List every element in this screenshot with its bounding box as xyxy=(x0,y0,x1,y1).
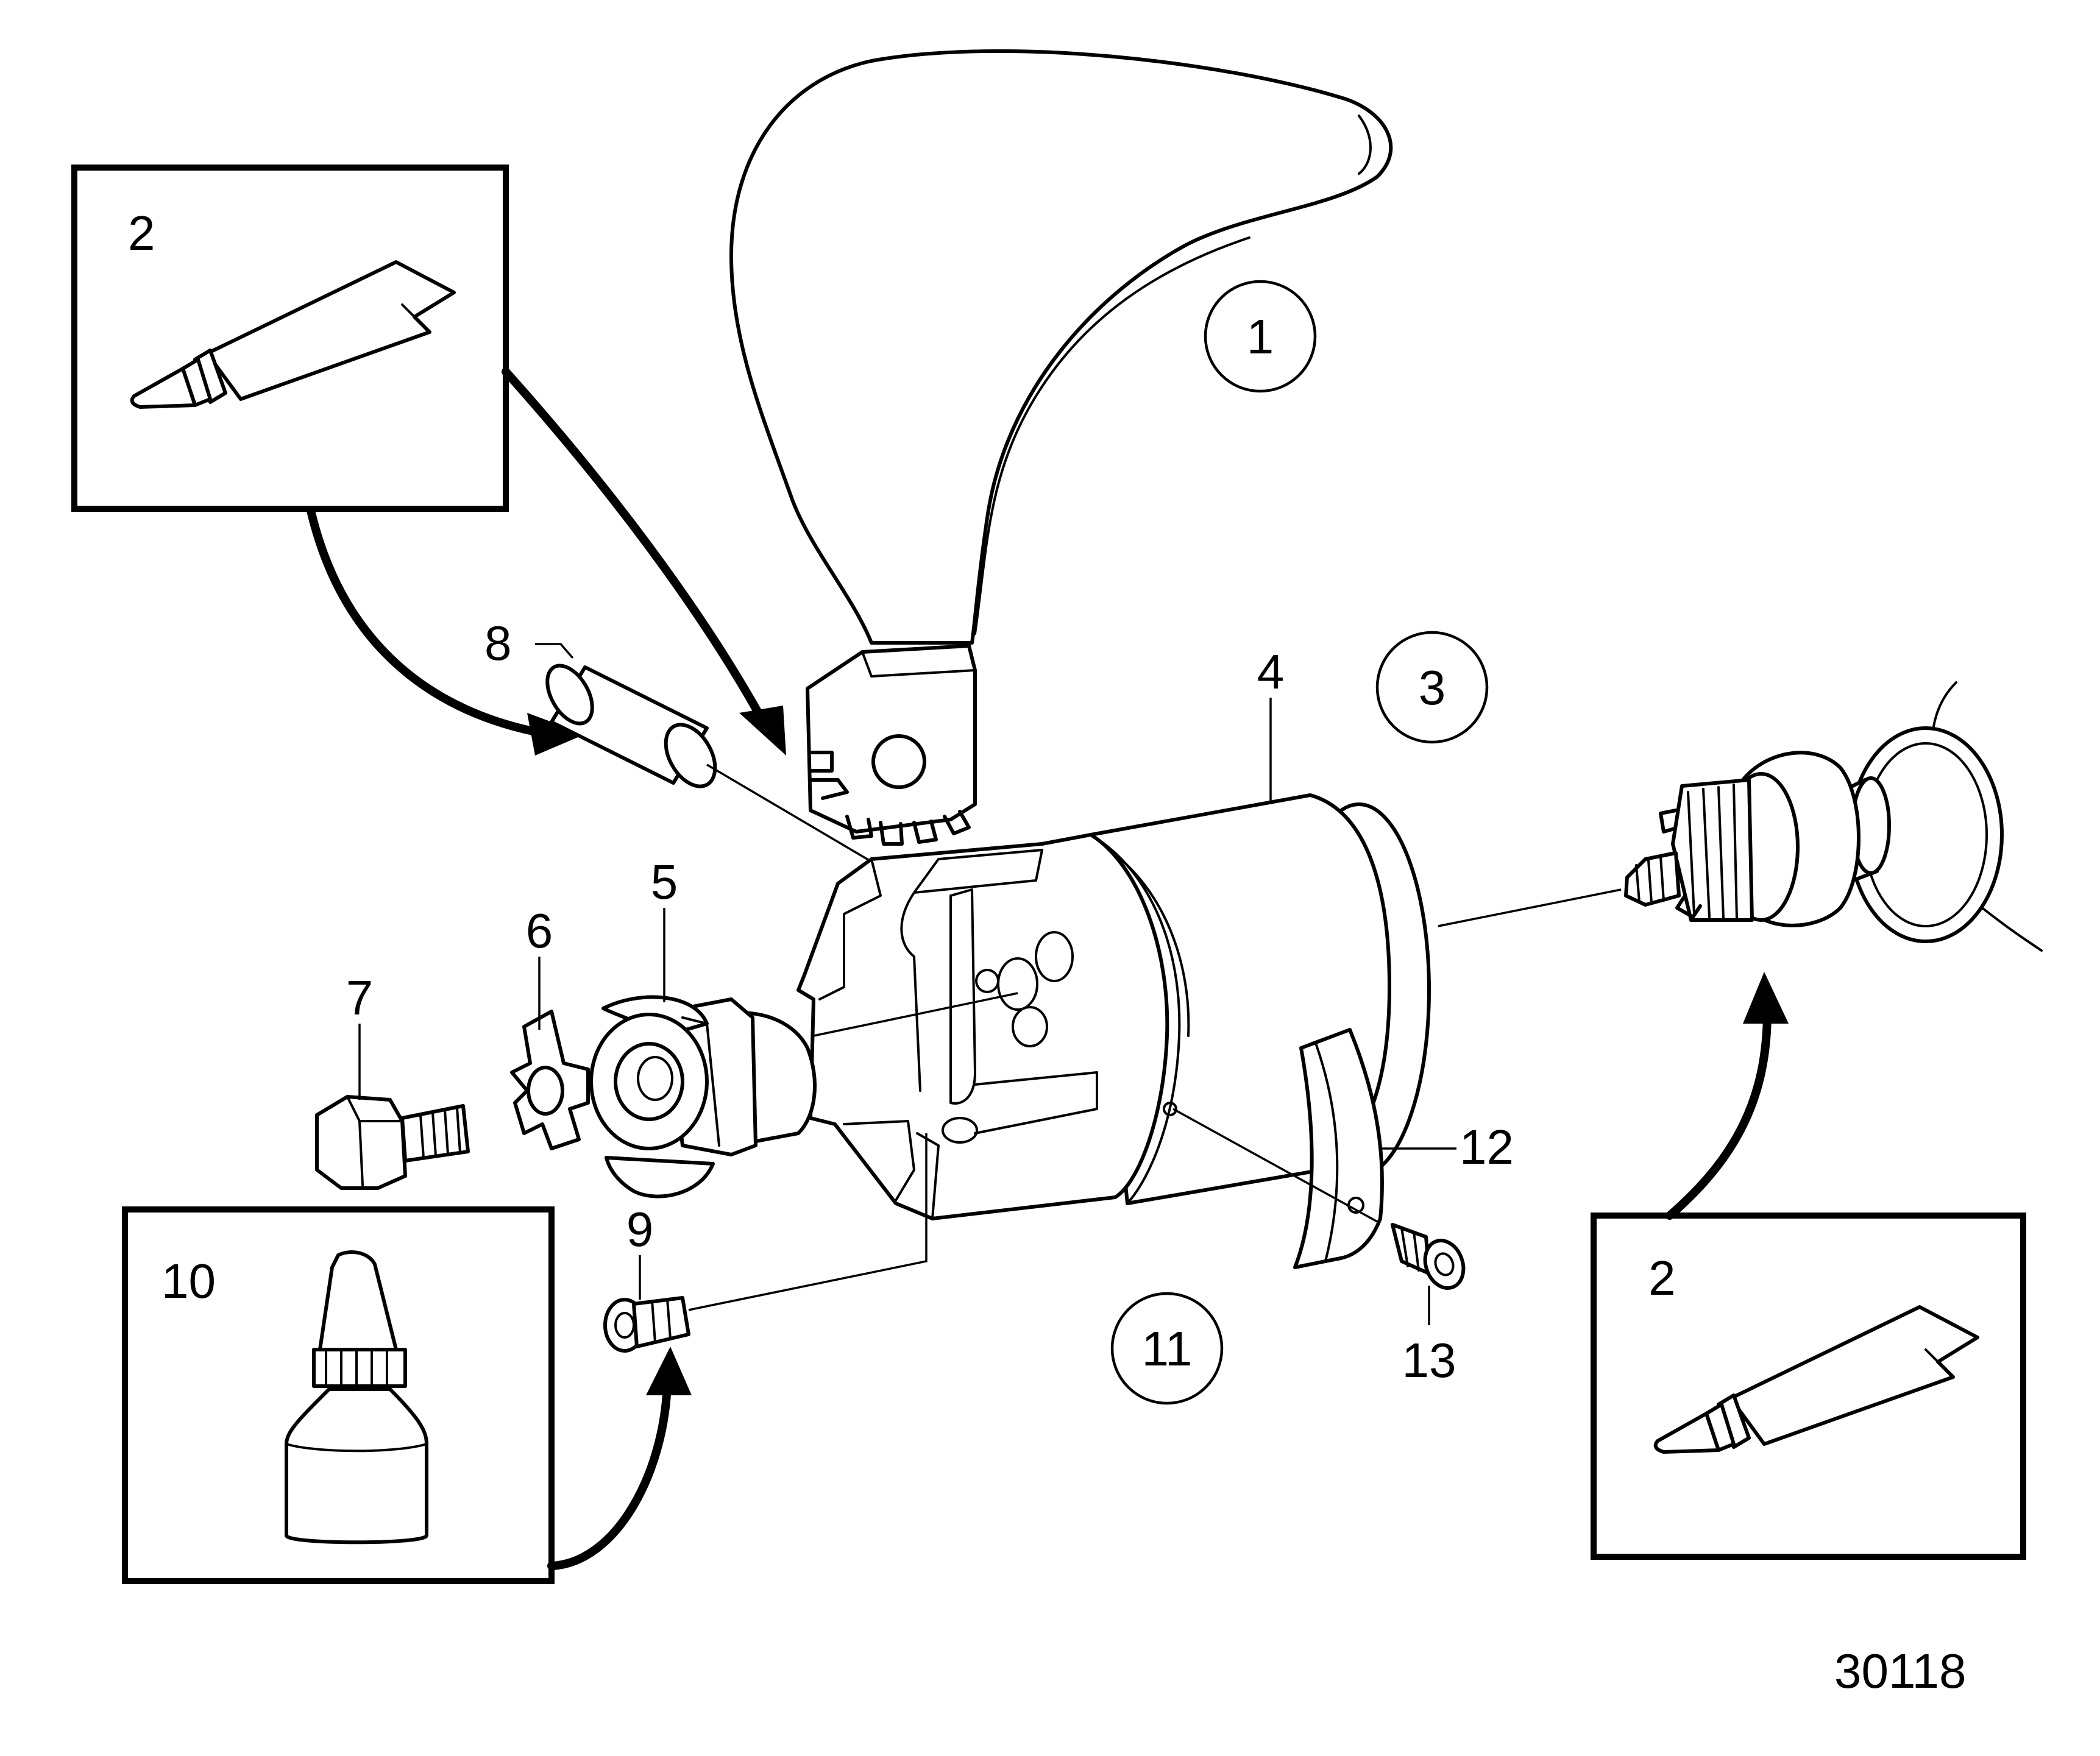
thread-locker-bottle-icon xyxy=(285,1250,428,1545)
control-lever-part-1 xyxy=(729,49,1393,846)
callout-11: 11 xyxy=(1141,1322,1192,1376)
callout-2-bottom-right: 2 xyxy=(1648,1251,1676,1305)
callout-9: 9 xyxy=(626,1202,654,1256)
grease-arrow-to-shaft xyxy=(1665,972,1789,1220)
callout-4: 4 xyxy=(1257,645,1285,699)
grease-tube-icon xyxy=(1653,1305,1979,1454)
axis-line-right xyxy=(1438,888,1622,927)
callout-13: 13 xyxy=(1402,1333,1456,1387)
leader-8: 8 xyxy=(484,616,878,866)
leader-13: 13 xyxy=(1402,1286,1456,1387)
figure-reference-number: 30118 xyxy=(1834,1644,1967,1698)
circled-callout-11: 11 xyxy=(1110,1292,1224,1405)
locker-arrow-to-screw xyxy=(547,1347,692,1570)
housing-part-4 xyxy=(796,793,1431,1220)
callout-8: 8 xyxy=(484,616,512,670)
shaft-assembly xyxy=(1624,681,2043,952)
bolt-part-7 xyxy=(315,1095,470,1190)
grease-callout-box-top-left: 2 xyxy=(71,165,509,512)
leader-12: 12 xyxy=(1172,1108,1514,1223)
grease-arrow-to-lever xyxy=(502,367,786,756)
leader-6: 6 xyxy=(526,904,553,1030)
grease-arrow-to-pin xyxy=(307,506,585,756)
circled-callout-3: 3 xyxy=(1375,631,1489,744)
axis-line-left xyxy=(813,992,1018,1037)
cam-part-5 xyxy=(589,995,817,1198)
callout-6: 6 xyxy=(526,904,553,958)
screw-part-13 xyxy=(1391,1223,1466,1290)
leader-5: 5 xyxy=(651,855,678,1002)
tab-washer-part-6 xyxy=(510,1010,590,1150)
segment-part-12 xyxy=(1293,1028,1384,1269)
callout-12: 12 xyxy=(1460,1120,1514,1174)
callout-2-top-left: 2 xyxy=(128,206,155,260)
leader-4: 4 xyxy=(1257,645,1285,804)
locker-callout-box: 10 xyxy=(122,1206,555,1584)
callout-3: 3 xyxy=(1419,660,1446,715)
leader-9: 9 xyxy=(626,1133,928,1311)
grease-tube-icon xyxy=(130,260,456,409)
callout-7: 7 xyxy=(346,971,374,1025)
screw-part-9 xyxy=(603,1296,690,1353)
callout-10: 10 xyxy=(161,1254,216,1308)
grease-callout-box-bottom-right: 2 xyxy=(1591,1213,2026,1560)
callout-5: 5 xyxy=(651,855,678,909)
pin-part-8 xyxy=(545,664,717,788)
callout-1: 1 xyxy=(1247,310,1274,364)
circled-callout-1: 1 xyxy=(1204,280,1317,393)
leader-7: 7 xyxy=(346,971,374,1100)
